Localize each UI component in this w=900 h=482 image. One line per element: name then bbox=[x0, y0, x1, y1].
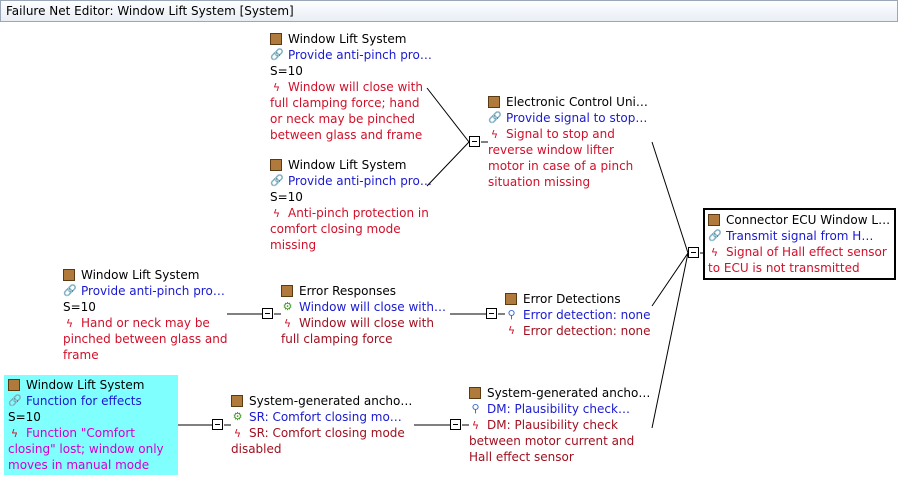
collapse-minus-icon[interactable] bbox=[212, 419, 223, 430]
collapse-minus-icon[interactable] bbox=[262, 308, 273, 319]
malfunction-lightning-icon: ϟ bbox=[507, 324, 516, 337]
node-measure-label: Window will close with… bbox=[299, 300, 446, 314]
collapse-minus-icon[interactable] bbox=[688, 247, 699, 258]
node-malfunction-label: Window will close with full clamping for… bbox=[281, 316, 434, 346]
node-malfunction-label: Function "Comfort closing" lost; window … bbox=[8, 426, 164, 472]
function-link-icon: 🔗 bbox=[270, 174, 284, 187]
collapse-minus-icon[interactable] bbox=[486, 308, 497, 319]
failure-node[interactable]: Error Responses ⚙ Window will close with…… bbox=[281, 283, 449, 347]
element-square-icon bbox=[270, 33, 282, 45]
element-square-icon bbox=[488, 96, 500, 108]
function-link-icon: 🔗 bbox=[708, 229, 722, 242]
failure-node[interactable]: Window Lift System 🔗 Provide anti-pinch p… bbox=[270, 31, 432, 143]
function-link-icon: 🔗 bbox=[488, 111, 502, 124]
node-element-label: System-generated ancho… bbox=[249, 394, 413, 408]
window-title: Failure Net Editor: Window Lift System [… bbox=[6, 4, 294, 18]
malfunction-lightning-icon: ϟ bbox=[272, 207, 281, 220]
element-square-icon bbox=[708, 214, 720, 226]
element-square-icon bbox=[505, 293, 517, 305]
node-element-label: Window Lift System bbox=[288, 158, 407, 172]
node-element-label: System-generated ancho… bbox=[487, 386, 651, 400]
node-function-label: Provide anti-pinch pro… bbox=[81, 284, 225, 298]
node-malfunction-label: Window will close with full clamping for… bbox=[270, 80, 423, 142]
collapse-minus-icon[interactable] bbox=[469, 136, 480, 147]
failure-node[interactable]: Electronic Control Uni… 🔗 Provide signal … bbox=[488, 94, 648, 190]
node-element-label: Error Responses bbox=[299, 284, 396, 298]
window-title-bar: Failure Net Editor: Window Lift System [… bbox=[0, 0, 898, 22]
node-element-label: Window Lift System bbox=[81, 268, 200, 282]
malfunction-lightning-icon: ϟ bbox=[272, 81, 281, 94]
node-element-label: Window Lift System bbox=[26, 378, 145, 392]
malfunction-lightning-icon: ϟ bbox=[65, 317, 74, 330]
node-function-label: Transmit signal from H… bbox=[726, 229, 874, 243]
node-malfunction-label: Signal to stop and reverse window lifter… bbox=[488, 127, 634, 189]
measure-icon: ⚲ bbox=[471, 402, 480, 415]
malfunction-lightning-icon: ϟ bbox=[233, 427, 242, 440]
node-malfunction-label: Anti-pinch protection in comfort closing… bbox=[270, 206, 429, 252]
node-malfunction-label: SR: Comfort closing mode disabled bbox=[231, 426, 405, 456]
malfunction-lightning-icon: ϟ bbox=[283, 317, 292, 330]
function-link-icon: 🔗 bbox=[8, 394, 22, 407]
element-square-icon bbox=[63, 269, 75, 281]
failure-node[interactable]: Window Lift System 🔗 Provide anti-pinch p… bbox=[63, 267, 228, 363]
node-element-label: Electronic Control Uni… bbox=[506, 95, 648, 109]
node-element-label: Connector ECU Window L… bbox=[726, 213, 891, 227]
node-measure-label: DM: Plausibility check… bbox=[487, 402, 630, 416]
severity-label: S=10 bbox=[8, 410, 41, 424]
node-element-label: Error Detections bbox=[523, 292, 621, 306]
function-link-icon: 🔗 bbox=[63, 284, 77, 297]
severity-label: S=10 bbox=[270, 64, 303, 78]
function-link-icon: 🔗 bbox=[270, 48, 284, 61]
element-square-icon bbox=[270, 159, 282, 171]
measure-icon: ⚙ bbox=[232, 410, 243, 423]
element-square-icon bbox=[469, 387, 481, 399]
node-function-label: Function for effects bbox=[26, 394, 142, 408]
node-malfunction-label: DM: Plausibility check between motor cur… bbox=[469, 418, 635, 464]
failure-node[interactable]: Error Detections ⚲Error detection: none … bbox=[505, 291, 651, 339]
element-square-icon bbox=[8, 379, 20, 391]
node-malfunction-label: Hand or neck may be pinched between glas… bbox=[63, 316, 228, 362]
failure-node[interactable]: System-generated ancho… ⚙ SR: Comfort clo… bbox=[231, 393, 413, 457]
malfunction-lightning-icon: ϟ bbox=[471, 419, 480, 432]
failure-node[interactable]: System-generated ancho… ⚲ DM: Plausibilit… bbox=[469, 385, 651, 465]
failure-node-focused[interactable]: Connector ECU Window L… 🔗 Transmit signal… bbox=[703, 208, 896, 280]
severity-label: S=10 bbox=[63, 300, 96, 314]
element-square-icon bbox=[281, 285, 293, 297]
node-function-label: Provide anti-pinch pro… bbox=[288, 174, 432, 188]
collapse-minus-icon[interactable] bbox=[450, 419, 461, 430]
node-malfunction-label: Signal of Hall effect sensor to ECU is n… bbox=[708, 245, 887, 275]
node-element-label: Window Lift System bbox=[288, 32, 407, 46]
node-measure-label: SR: Comfort closing mo… bbox=[249, 410, 402, 424]
severity-label: S=10 bbox=[270, 190, 303, 204]
node-measure-label: Error detection: none bbox=[523, 308, 651, 322]
measure-icon: ⚲ bbox=[507, 308, 516, 321]
malfunction-lightning-icon: ϟ bbox=[490, 128, 499, 141]
failure-node-selected[interactable]: Window Lift System 🔗 Function for effects… bbox=[4, 375, 178, 475]
node-malfunction-label: Error detection: none bbox=[523, 324, 651, 338]
malfunction-lightning-icon: ϟ bbox=[710, 246, 719, 259]
measure-icon: ⚙ bbox=[282, 300, 293, 313]
failure-node[interactable]: Window Lift System 🔗 Provide anti-pinch p… bbox=[270, 157, 432, 253]
node-function-label: Provide signal to stop… bbox=[506, 111, 648, 125]
node-function-label: Provide anti-pinch pro… bbox=[288, 48, 432, 62]
element-square-icon bbox=[231, 395, 243, 407]
malfunction-lightning-icon: ϟ bbox=[10, 427, 19, 440]
